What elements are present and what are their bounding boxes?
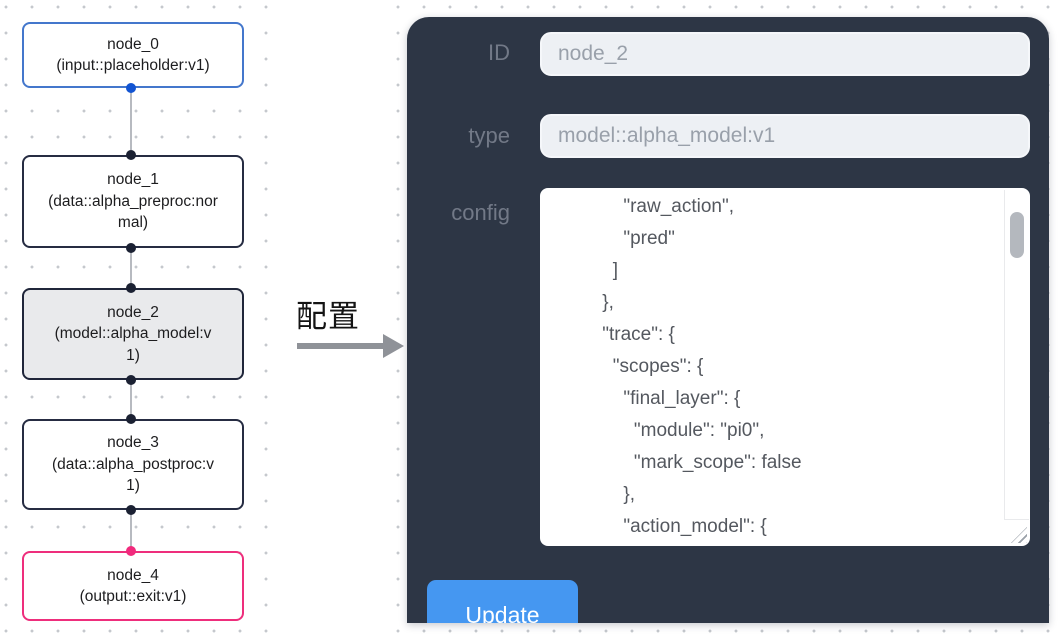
resize-handle-icon[interactable]	[1011, 527, 1027, 543]
config-scrollbar-thumb[interactable]	[1010, 212, 1024, 258]
edge-connector	[130, 248, 132, 288]
flow-canvas[interactable]: node_0 (input::placeholder:v1) node_1 (d…	[0, 0, 270, 643]
type-input[interactable]	[540, 114, 1030, 158]
properties-panel: ID type config "raw_action", "pred" ] },…	[407, 17, 1049, 623]
edge-connector	[130, 510, 132, 551]
connection-port[interactable]	[126, 414, 136, 424]
config-field-label: config	[451, 200, 510, 225]
connection-port[interactable]	[126, 150, 136, 160]
connection-port[interactable]	[126, 283, 136, 293]
node-title: node_1	[107, 171, 159, 189]
config-annotation-label: 配置	[296, 299, 360, 335]
node-node_2-selected[interactable]: node_2 (model::alpha_model:v1)	[22, 288, 244, 380]
right-arrow-icon	[297, 334, 409, 358]
edge-connector	[130, 380, 132, 419]
scrollbar-track-divider	[1004, 190, 1005, 520]
node-node_3[interactable]: node_3 (data::alpha_postproc:v1)	[22, 419, 244, 510]
node-title: node_4	[107, 566, 159, 584]
node-node_1[interactable]: node_1 (data::alpha_preproc:normal)	[22, 155, 244, 248]
config-editor[interactable]: "raw_action", "pred" ] }, "trace": { "sc…	[540, 188, 1030, 546]
node-title: node_2	[107, 303, 159, 321]
node-subtitle: (data::alpha_postproc:v1)	[52, 455, 214, 495]
type-field-label: type	[468, 123, 510, 148]
connection-port[interactable]	[126, 243, 136, 253]
node-subtitle: (input::placeholder:v1)	[56, 57, 210, 74]
edge-connector	[130, 88, 132, 150]
node-subtitle: (output::exit:v1)	[79, 588, 187, 605]
connection-port[interactable]	[126, 83, 136, 93]
node-title: node_3	[107, 434, 159, 452]
connection-port[interactable]	[126, 546, 136, 556]
connection-port[interactable]	[126, 505, 136, 515]
id-input[interactable]	[540, 32, 1030, 76]
connection-port[interactable]	[126, 375, 136, 385]
node-subtitle: (model::alpha_model:v1)	[54, 325, 212, 364]
node-subtitle: (data::alpha_preproc:normal)	[48, 192, 218, 232]
node-node_4[interactable]: node_4 (output::exit:v1)	[22, 551, 244, 621]
node-node_0[interactable]: node_0 (input::placeholder:v1)	[22, 22, 244, 88]
node-title: node_0	[107, 35, 159, 53]
update-button[interactable]: Update	[427, 580, 578, 623]
id-field-label: ID	[488, 40, 510, 65]
scrollbar-corner-divider	[1005, 519, 1029, 520]
config-json-text[interactable]: "raw_action", "pred" ] }, "trace": { "sc…	[602, 196, 802, 537]
